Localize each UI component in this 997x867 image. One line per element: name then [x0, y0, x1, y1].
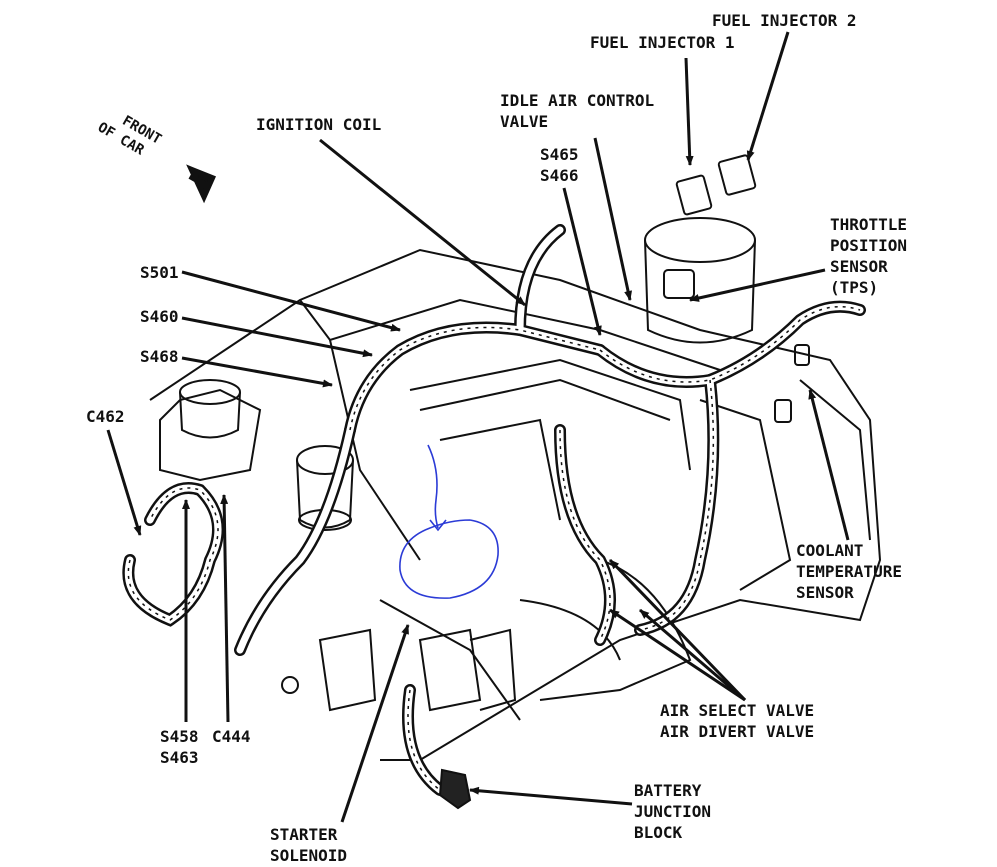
s463-label: S463 — [160, 748, 199, 767]
label-idle-air-control-valve: IDLE AIR CONTROL VALVE — [500, 90, 654, 132]
tps-line-1: THROTTLE — [830, 215, 908, 234]
tps-line-2: POSITION — [830, 236, 908, 255]
starter-line-1: STARTER — [270, 825, 338, 844]
battery-line-1: BATTERY — [634, 781, 702, 800]
handwritten-annotation — [399, 444, 499, 599]
front-arrow-icon — [186, 164, 217, 204]
s458-label: S458 — [160, 727, 199, 746]
battery-junction-block-part — [438, 768, 472, 810]
label-fuel-injector-2: FUEL INJECTOR 2 — [712, 11, 857, 30]
label-c462: C462 — [86, 407, 125, 426]
oil-cap — [179, 379, 241, 439]
tps-line-3: SENSOR — [830, 257, 888, 276]
label-coolant-temperature-sensor: COOLANT TEMPERATURE SENSOR — [796, 540, 902, 603]
label-battery-junction-block: BATTERY JUNCTION BLOCK — [634, 780, 711, 843]
label-air-valves: AIR SELECT VALVE AIR DIVERT VALVE — [660, 700, 814, 742]
label-throttle-position-sensor: THROTTLE POSITION SENSOR (TPS) — [830, 214, 907, 298]
battery-line-2: JUNCTION — [634, 802, 712, 821]
coolant-sensor-part — [774, 344, 810, 423]
label-starter-solenoid: STARTER SOLENOID — [270, 824, 347, 866]
iac-line-2: VALVE — [500, 112, 549, 131]
battery-line-3: BLOCK — [634, 823, 683, 842]
s466-label: S466 — [540, 166, 579, 185]
injector-connectors — [675, 154, 757, 216]
label-s460: S460 — [140, 307, 179, 326]
engine-block — [149, 248, 882, 761]
label-c444: C444 — [212, 727, 251, 746]
leader-arrows — [106, 31, 850, 823]
air-select-valve-label: AIR SELECT VALVE — [660, 701, 815, 720]
tps-line-4: (TPS) — [830, 278, 879, 297]
label-ignition-coil: IGNITION COIL — [256, 115, 382, 134]
label-fuel-injector-1: FUEL INJECTOR 1 — [590, 33, 735, 52]
label-s468: S468 — [140, 347, 179, 366]
s465-label: S465 — [540, 145, 579, 164]
label-s458-s463: S458 S463 — [160, 726, 199, 768]
starter-solenoid — [281, 628, 517, 712]
coolant-line-1: COOLANT — [796, 541, 864, 560]
iac-line-1: IDLE AIR CONTROL — [500, 91, 655, 110]
air-divert-valve-label: AIR DIVERT VALVE — [660, 722, 815, 741]
coolant-line-3: SENSOR — [796, 583, 854, 602]
label-s465-s466: S465 S466 — [540, 144, 579, 186]
starter-line-2: SOLENOID — [270, 846, 348, 865]
throttle-body — [644, 217, 756, 344]
label-s501: S501 — [140, 263, 179, 282]
coolant-line-2: TEMPERATURE — [796, 562, 902, 581]
